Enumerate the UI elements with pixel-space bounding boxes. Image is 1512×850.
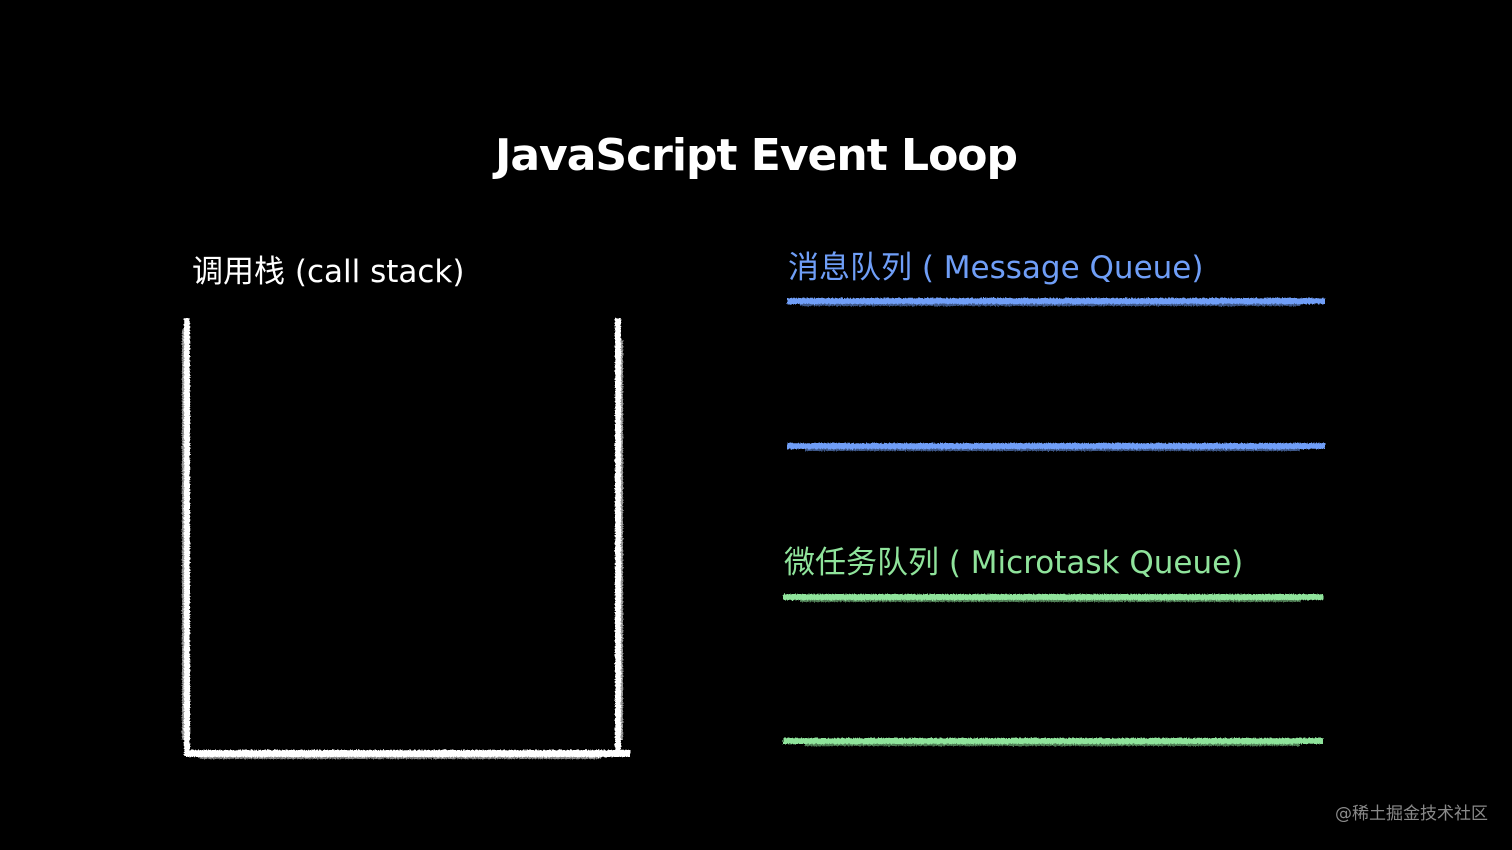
call-stack-left-wall: [182, 318, 190, 756]
message-queue-label: 消息队列 ( Message Queue): [788, 250, 1204, 286]
microtask-queue-top-line: [783, 594, 1323, 602]
diagram-title: JavaScript Event Loop: [494, 130, 1018, 181]
microtask-queue-label: 微任务队列 ( Microtask Queue): [784, 545, 1244, 581]
watermark: @稀土掘金技术社区: [1335, 804, 1488, 824]
call-stack-box: [182, 318, 630, 759]
call-stack-bottom: [186, 750, 630, 759]
call-stack-label: 调用栈 (call stack): [192, 254, 465, 290]
message-queue-top-line: [787, 298, 1325, 306]
call-stack-right-wall: [615, 318, 623, 756]
message-queue-bottom-line: [787, 443, 1325, 451]
microtask-queue-bottom-line: [783, 738, 1323, 746]
